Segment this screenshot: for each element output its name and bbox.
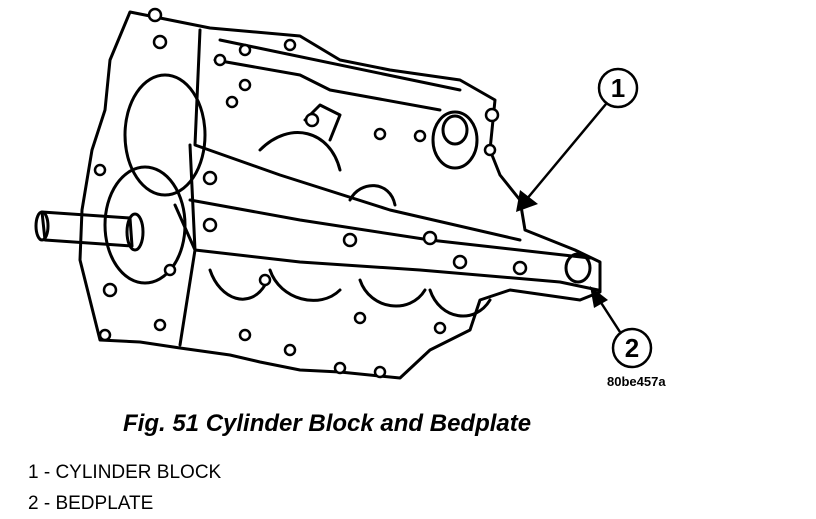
callout-1-number: 1 xyxy=(611,73,625,103)
legend: 1 - CYLINDER BLOCK 2 - BEDPLATE xyxy=(28,457,221,519)
callout-2-arrowhead xyxy=(590,286,608,308)
figure-caption: Fig. 51 Cylinder Block and Bedplate xyxy=(123,410,532,437)
callout-2: 2 xyxy=(590,286,653,369)
drawing-code: 80be457a xyxy=(607,374,666,389)
legend-item-bedplate: 2 - BEDPLATE xyxy=(28,493,154,514)
callout-1: 1 xyxy=(516,67,639,212)
engine-block-illustration: 1 2 80be457a xyxy=(34,7,666,389)
legend-item-cylinder-block: 1 - CYLINDER BLOCK xyxy=(28,462,222,483)
callout-1-arrowhead xyxy=(516,190,538,212)
callout-1-circle xyxy=(597,67,639,109)
callout-2-circle xyxy=(611,327,653,369)
cylinder-block-drawing xyxy=(34,10,602,380)
callout-2-leader xyxy=(596,297,622,333)
bolt-holes xyxy=(93,7,528,379)
callout-2-number: 2 xyxy=(625,333,639,363)
callout-1-leader xyxy=(525,103,607,201)
